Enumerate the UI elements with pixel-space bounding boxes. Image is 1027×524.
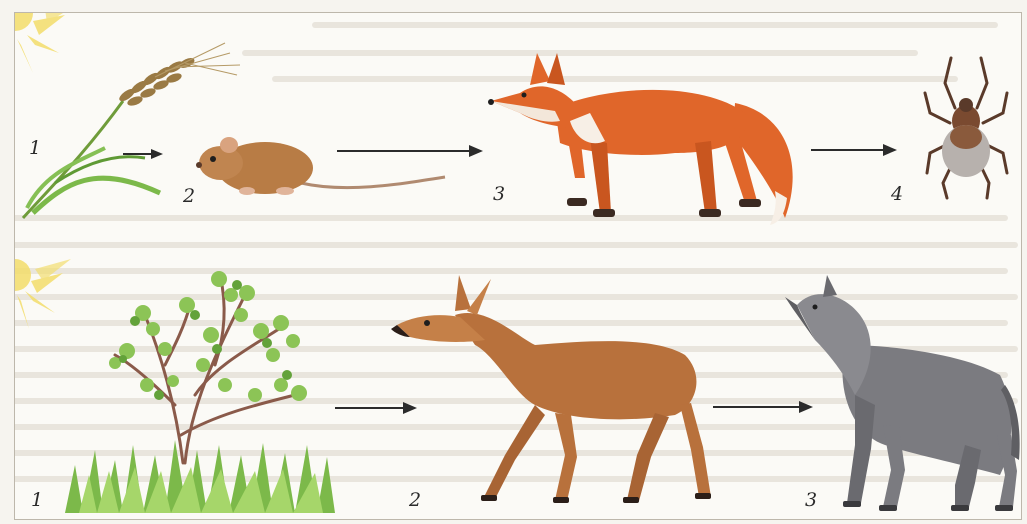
chain-2-step-3-number: 3	[805, 489, 817, 511]
arrow-1-to-2	[335, 402, 417, 414]
food-chain-diagram: 1 2 3 4	[14, 12, 1022, 520]
chain-2-art	[15, 245, 1021, 519]
wolf-icon	[785, 275, 1020, 511]
chain-1-step-2-number: 2	[183, 185, 195, 207]
wheat-icon	[23, 43, 240, 218]
chain-1-step-4-number: 4	[891, 183, 903, 205]
chain-2-step-2-number: 2	[409, 489, 421, 511]
sun-icon	[15, 259, 71, 329]
mouse-icon	[196, 137, 445, 195]
sun-icon	[15, 13, 79, 73]
arrow-2-to-3	[337, 145, 483, 157]
food-chain-2: 1 2 3	[15, 245, 1021, 519]
chain-1-step-1-number: 1	[29, 137, 41, 159]
arrow-2-to-3	[713, 401, 813, 413]
arrow-3-to-4	[811, 144, 897, 156]
chain-2-step-1-number: 1	[31, 489, 43, 511]
food-chain-1: 1 2 3 4	[15, 13, 1021, 245]
shrub-icon	[65, 271, 335, 513]
chain-1-art	[15, 13, 1021, 245]
fox-icon	[488, 53, 793, 225]
tick-icon	[925, 58, 1007, 198]
chain-1-step-3-number: 3	[493, 183, 505, 205]
deer-icon	[391, 275, 711, 503]
